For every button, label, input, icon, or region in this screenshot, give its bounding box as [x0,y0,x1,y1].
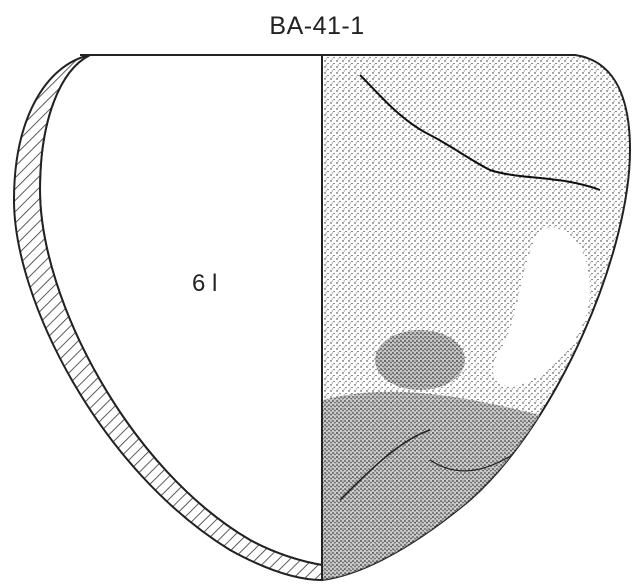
exterior-surface [321,54,632,582]
vessel-id-label: BA-41-1 [269,12,365,40]
section-profile [12,54,323,582]
volume-label: 6 l [192,270,218,297]
